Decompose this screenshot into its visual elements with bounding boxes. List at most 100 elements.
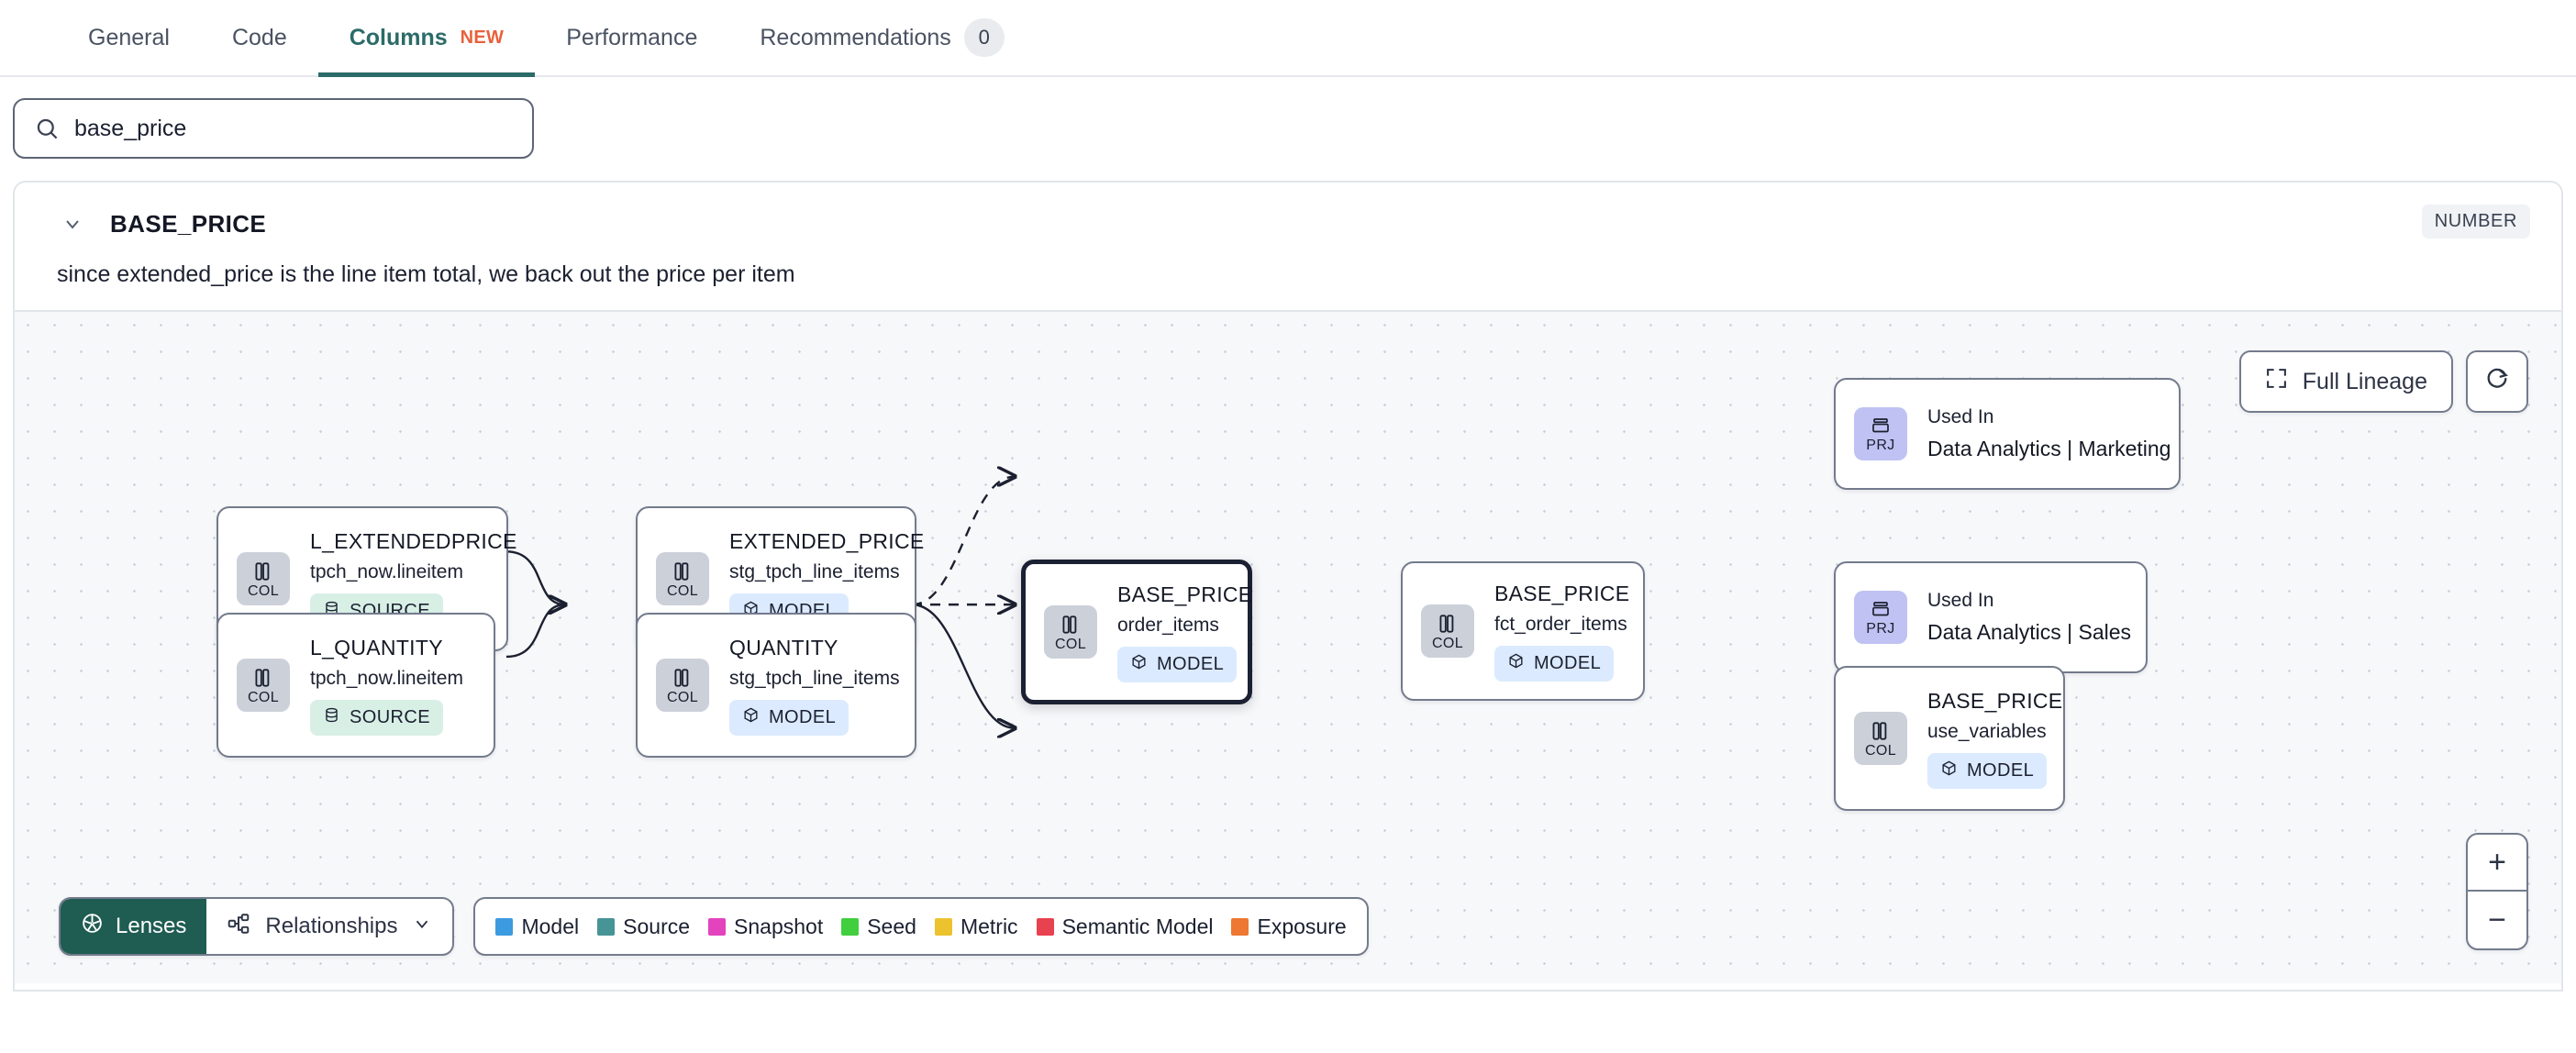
lineage-node-l-quantity[interactable]: COL L_QUANTITY tpch_now.lineitem SOURCE: [217, 613, 495, 758]
node-badge-label: MODEL: [1534, 652, 1602, 673]
full-lineage-label: Full Lineage: [2302, 368, 2427, 394]
legend-swatch: [1036, 917, 1054, 936]
lineage-node-base-price-order-items[interactable]: COL BASE_PRICE order_items MODEL: [1021, 560, 1252, 704]
refresh-button[interactable]: [2466, 350, 2528, 413]
node-subtitle: stg_tpch_line_items: [729, 560, 900, 582]
col-icon-label: COL: [666, 689, 699, 705]
node-subtitle: order_items: [1117, 614, 1219, 636]
node-subtitle: stg_tpch_line_items: [729, 667, 900, 689]
legend-label: Snapshot: [734, 914, 824, 938]
col-icon: COL: [1044, 605, 1097, 659]
node-badge-label: MODEL: [1157, 653, 1225, 674]
col-icon: COL: [1421, 604, 1474, 658]
legend-swatch: [708, 917, 727, 936]
lineage-node-quantity[interactable]: COL QUANTITY stg_tpch_line_items MODEL: [636, 613, 916, 758]
graph-top-controls: Full Lineage: [2238, 350, 2528, 413]
node-badge-label: MODEL: [1967, 759, 2035, 781]
zoom-out-button[interactable]: −: [2488, 902, 2506, 937]
col-icon: COL: [237, 659, 290, 712]
project-name: Data Analytics | Sales: [1927, 620, 2132, 644]
node-body: Used In Data Analytics | Marketing: [1907, 406, 2194, 461]
col-icon-label: COL: [247, 582, 280, 599]
search-icon: [35, 116, 60, 141]
col-icon: COL: [1854, 712, 1907, 765]
legend-item-model: Model: [495, 914, 579, 939]
lineage-node-project-sales[interactable]: PRJ Used In Data Analytics | Sales: [1834, 561, 2148, 673]
zoom-controls: + −: [2466, 833, 2528, 950]
column-description: since extended_price is the line item to…: [57, 261, 795, 287]
chevron-down-icon[interactable]: [57, 208, 88, 239]
search-value: base_price: [74, 115, 187, 141]
used-in-label: Used In: [1927, 406, 1994, 427]
column-header: BASE_PRICE NUMBER: [15, 183, 2561, 239]
column-detail-card: BASE_PRICE NUMBER since extended_price i…: [13, 181, 2563, 992]
tab-general[interactable]: General: [57, 0, 201, 75]
used-in-label: Used In: [1927, 590, 1994, 611]
node-badge: MODEL: [1494, 645, 1615, 682]
node-subtitle: tpch_now.lineitem: [310, 560, 463, 582]
node-body: L_QUANTITY tpch_now.lineitem SOURCE: [290, 636, 485, 736]
relationship-icon: [227, 912, 250, 942]
legend-swatch: [495, 917, 514, 936]
lenses-label: Lenses: [116, 914, 187, 938]
tab-label: Performance: [566, 24, 698, 50]
node-badge-label: SOURCE: [350, 706, 430, 727]
node-subtitle: tpch_now.lineitem: [310, 667, 463, 689]
node-body: Used In Data Analytics | Sales: [1907, 590, 2155, 645]
legend-label: Metric: [960, 914, 1018, 938]
node-subtitle: use_variables: [1927, 720, 2047, 742]
legend-swatch: [597, 917, 616, 936]
aperture-icon: [81, 912, 104, 941]
node-badge-label: MODEL: [769, 706, 837, 727]
legend-item-metric: Metric: [934, 914, 1018, 939]
project-name: Data Analytics | Marketing: [1927, 437, 2171, 460]
edge: [911, 477, 1015, 606]
node-title: L_EXTENDEDPRICE: [310, 528, 517, 553]
tab-columns[interactable]: Columns NEW: [317, 0, 536, 77]
search-input[interactable]: base_price: [13, 98, 534, 159]
cube-icon: [742, 706, 760, 729]
relationships-label: Relationships: [265, 914, 398, 938]
legend: Model Source Snapshot Seed Metric: [473, 897, 1369, 956]
col-icon-label: COL: [1054, 636, 1087, 652]
prj-icon-label: PRJ: [1866, 620, 1895, 637]
zoom-in-button[interactable]: +: [2468, 835, 2526, 892]
tab-code[interactable]: Code: [201, 0, 318, 75]
tab-label: Recommendations: [760, 24, 951, 50]
legend-label: Seed: [867, 914, 916, 938]
col-icon: COL: [656, 552, 709, 605]
tab-performance[interactable]: Performance: [535, 0, 728, 75]
node-subtitle: fct_order_items: [1494, 613, 1627, 635]
legend-swatch: [1231, 917, 1249, 936]
edge: [505, 604, 565, 659]
relationships-dropdown[interactable]: Relationships: [206, 899, 452, 954]
node-badge: SOURCE: [310, 699, 443, 736]
legend-label: Exposure: [1257, 914, 1347, 938]
legend-label: Model: [521, 914, 580, 938]
node-title: EXTENDED_PRICE: [729, 528, 925, 553]
col-icon: COL: [237, 552, 290, 605]
legend-label: Source: [623, 914, 691, 938]
prj-icon-label: PRJ: [1866, 437, 1895, 453]
page-title: BASE_PRICE: [110, 209, 267, 238]
lineage-canvas[interactable]: COL L_EXTENDEDPRICE tpch_now.lineitem SO…: [15, 310, 2561, 983]
node-badge: MODEL: [1117, 646, 1238, 682]
node-body: BASE_PRICE fct_order_items MODEL: [1474, 582, 1651, 682]
tab-recommendations[interactable]: Recommendations 0: [728, 0, 1035, 75]
node-title: BASE_PRICE: [1927, 688, 2063, 713]
lineage-node-base-price-fct-order-items[interactable]: COL BASE_PRICE fct_order_items MODEL: [1401, 561, 1645, 701]
column-type-badge: NUMBER: [2421, 205, 2530, 238]
legend-item-semantic-model: Semantic Model: [1036, 914, 1213, 939]
legend-swatch: [934, 917, 952, 936]
lineage-node-base-price-use-variables[interactable]: COL BASE_PRICE use_variables MODEL: [1834, 666, 2065, 811]
lens-group: Lenses Relationships: [59, 897, 455, 956]
cube-icon: [1507, 652, 1525, 675]
lineage-node-project-marketing[interactable]: PRJ Used In Data Analytics | Marketing: [1834, 378, 2181, 490]
edge: [911, 603, 1015, 728]
lenses-button[interactable]: Lenses: [61, 899, 207, 954]
node-title: BASE_PRICE: [1117, 582, 1253, 606]
legend-item-exposure: Exposure: [1231, 914, 1347, 939]
full-lineage-button[interactable]: Full Lineage: [2238, 350, 2453, 413]
tab-label: General: [88, 24, 170, 50]
node-title: BASE_PRICE: [1494, 581, 1630, 605]
